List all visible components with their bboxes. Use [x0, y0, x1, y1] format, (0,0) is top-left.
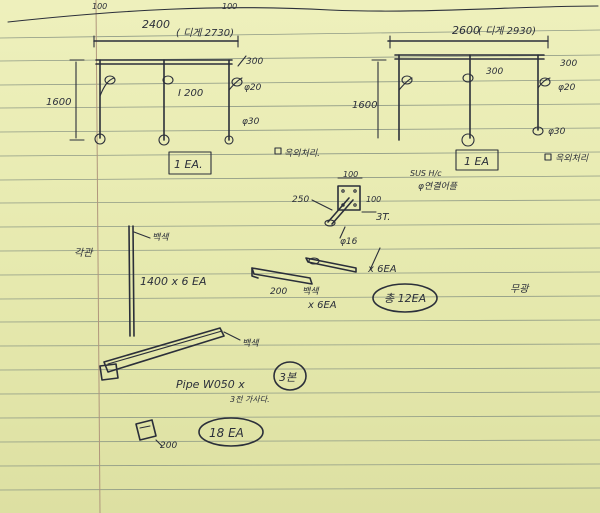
left-tag-note: 옥외처리. — [284, 148, 320, 159]
channel-qty: x 6EA — [367, 264, 397, 275]
pipe-sub-note: 3전 가사다. — [230, 395, 270, 404]
channel-note: 백색 — [302, 286, 320, 297]
left-dim-300: 300 — [246, 57, 263, 67]
right-height-label: 1600 — [352, 100, 377, 111]
left-width-label: 2400 — [142, 18, 170, 31]
channel-circled: 총 12EA — [384, 292, 426, 305]
channel-drawing — [251, 247, 438, 313]
right-sus-note: SUS H/c — [410, 169, 442, 178]
left-dim-phi20: φ20 — [244, 83, 262, 93]
pipe-spec: Pipe W050 x — [176, 378, 245, 391]
top-scribble — [7, 5, 599, 23]
post-drawing — [128, 225, 151, 337]
right-dim-300-right: 300 — [560, 59, 577, 69]
small-bracket-circled: 18 EA — [209, 426, 244, 440]
right-dim-300-left: 300 — [486, 67, 503, 77]
pipe-circled: 3본 — [279, 371, 297, 384]
small-bracket-drawing — [135, 417, 264, 447]
right-frame-drawing — [371, 35, 552, 171]
channel-dim-200: 200 — [270, 287, 287, 297]
right-qty-box: 1 EA — [464, 155, 489, 168]
left-frame-drawing — [69, 35, 282, 175]
left-dim-phi30: φ30 — [242, 117, 260, 127]
bracket-dim-phi16: φ16 — [340, 237, 358, 247]
left-width-note: ( 디게 2730) — [176, 27, 234, 39]
right-width-label: 2600 — [452, 24, 480, 37]
bracket-plate-drawing — [311, 177, 377, 239]
bracket-dim-250: 250 — [292, 195, 309, 205]
left-height-label: 1600 — [46, 97, 71, 108]
top-left-mark: 100 — [92, 2, 107, 11]
pipe-color-note: 백색 — [242, 338, 260, 349]
pipe-drawing — [99, 327, 307, 391]
right-width-note: ( 디게 2930) — [478, 25, 536, 37]
post-label-right: 백색 — [152, 232, 170, 243]
right-dim-phi30: φ30 — [548, 127, 566, 137]
bracket-dim-100-top: 100 — [343, 170, 358, 179]
post-label-left: 각관 — [74, 247, 94, 259]
right-sus-sub: φ연결어플 — [418, 181, 458, 192]
bracket-dim-3t: 3T. — [376, 212, 390, 223]
small-bracket-dim-200: 200 — [160, 441, 177, 451]
bracket-dim-100-side: 100 — [366, 195, 381, 204]
channel-qty2: x 6EA — [307, 300, 337, 311]
post-dims: 1400 x 6 EA — [140, 275, 206, 288]
right-tag-note: 옥외처리 — [555, 153, 589, 164]
top-center-mark: 100 — [222, 2, 237, 11]
right-dim-phi20: φ20 — [558, 83, 576, 93]
left-beam-label: I 200 — [178, 88, 203, 99]
left-qty-box: 1 EA. — [174, 158, 203, 171]
side-note: 무광 — [510, 283, 530, 295]
